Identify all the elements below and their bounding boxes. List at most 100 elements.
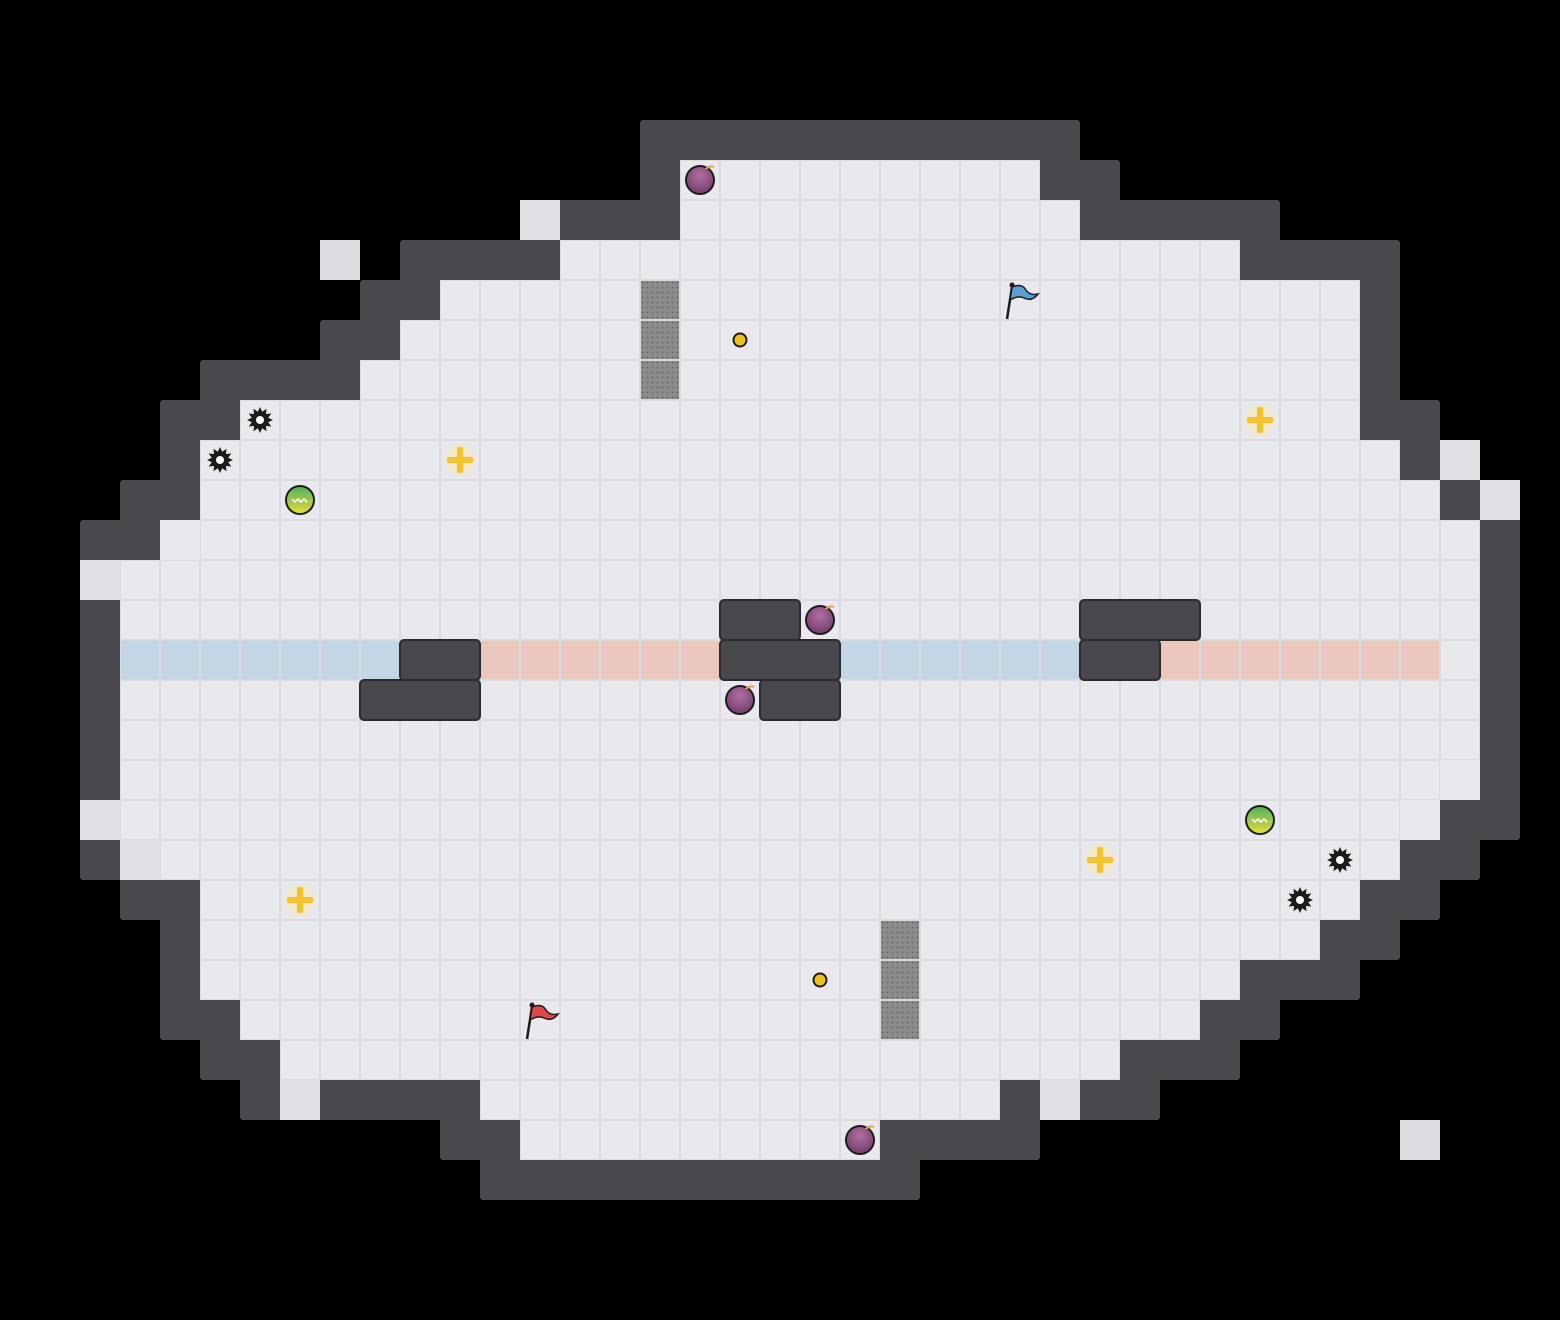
floor-tile	[360, 560, 400, 600]
floor-tile	[1160, 800, 1200, 840]
floor-tile	[480, 520, 520, 560]
floor-tile	[640, 320, 680, 360]
floor-tile	[1280, 520, 1320, 560]
floor-tile	[600, 760, 640, 800]
floor-tile	[1440, 680, 1480, 720]
floor-tile	[1160, 320, 1200, 360]
floor-tile	[1400, 560, 1440, 600]
floor-tile	[560, 520, 600, 560]
bomb-icon	[725, 685, 755, 715]
floor-tile	[840, 400, 880, 440]
floor-tile	[560, 1080, 600, 1120]
floor-tile	[440, 320, 480, 360]
floor-tile	[800, 160, 840, 200]
floor-tile	[1200, 640, 1240, 680]
floor-tile	[520, 280, 560, 320]
floor-tile	[280, 1000, 320, 1040]
floor-tile	[960, 480, 1000, 520]
floor-tile	[1080, 920, 1120, 960]
floor-tile	[1040, 560, 1080, 600]
floor-tile	[920, 440, 960, 480]
floor-tile	[480, 280, 520, 320]
floor-tile	[440, 880, 480, 920]
floor-tile	[760, 840, 800, 880]
floor-tile	[680, 1080, 720, 1120]
floor-tile	[840, 1000, 880, 1040]
floor-tile	[640, 280, 680, 320]
floor-tile	[760, 920, 800, 960]
floor-tile	[520, 720, 560, 760]
floor-tile	[1120, 240, 1160, 280]
floor-tile	[200, 920, 240, 960]
floor-tile	[600, 1000, 640, 1040]
boost-icon	[445, 445, 475, 475]
floor-tile	[640, 520, 680, 560]
floor-tile	[1440, 600, 1480, 640]
floor-tile	[880, 160, 920, 200]
floor-tile	[400, 800, 440, 840]
floor-tile	[800, 960, 840, 1000]
floor-tile	[1280, 840, 1320, 880]
floor-tile	[440, 920, 480, 960]
floor-tile	[360, 400, 400, 440]
floor-tile	[1240, 440, 1280, 480]
floor-tile	[960, 640, 1000, 680]
floor-tile	[1280, 760, 1320, 800]
floor-tile	[480, 800, 520, 840]
floor-tile	[960, 520, 1000, 560]
floor-tile	[440, 840, 480, 880]
floor-tile	[280, 560, 320, 600]
floor-tile	[1080, 880, 1120, 920]
wall-block	[1079, 639, 1161, 681]
floor-tile	[840, 520, 880, 560]
floor-tile	[960, 360, 1000, 400]
floor-tile	[480, 880, 520, 920]
floor-tile	[400, 520, 440, 560]
floor-tile	[600, 920, 640, 960]
floor-tile	[1200, 520, 1240, 560]
floor-tile	[520, 560, 560, 600]
gate-tile	[639, 359, 681, 401]
floor-tile	[640, 1040, 680, 1080]
floor-tile	[200, 840, 240, 880]
floor-tile	[320, 720, 360, 760]
floor-tile	[1160, 960, 1200, 1000]
button-icon[interactable]	[732, 332, 748, 348]
floor-tile	[920, 280, 960, 320]
floor-tile	[1080, 760, 1120, 800]
floor-tile	[480, 760, 520, 800]
floor-tile	[800, 480, 840, 520]
floor-tile	[640, 1120, 680, 1160]
floor-tile	[560, 240, 600, 280]
floor-tile	[1280, 600, 1320, 640]
floor-tile	[960, 840, 1000, 880]
button-icon[interactable]	[812, 972, 828, 988]
gate-tile	[639, 319, 681, 361]
floor-tile	[560, 320, 600, 360]
floor-tile	[1120, 760, 1160, 800]
floor-tile	[200, 600, 240, 640]
floor-tile	[1320, 520, 1360, 560]
floor-tile	[1120, 440, 1160, 480]
floor-tile	[1280, 920, 1320, 960]
floor-tile	[1240, 360, 1280, 400]
floor-tile	[520, 640, 560, 680]
floor-row	[480, 1080, 1000, 1120]
floor-tile	[160, 680, 200, 720]
floor-tile	[600, 640, 640, 680]
floor-tile	[1120, 1000, 1160, 1040]
floor-tile	[1200, 320, 1240, 360]
floor-tile	[440, 1040, 480, 1080]
floor-tile	[680, 1000, 720, 1040]
floor-tile	[1320, 440, 1360, 480]
floor-tile	[720, 760, 760, 800]
floor-tile	[1160, 920, 1200, 960]
floor-row	[200, 880, 1360, 920]
floor-tile	[360, 880, 400, 920]
floor-tile	[400, 480, 440, 520]
floor-row	[520, 1120, 880, 1160]
floor-tile	[400, 840, 440, 880]
floor-tile	[480, 920, 520, 960]
floor-tile	[880, 1040, 920, 1080]
wall-block	[359, 679, 481, 721]
